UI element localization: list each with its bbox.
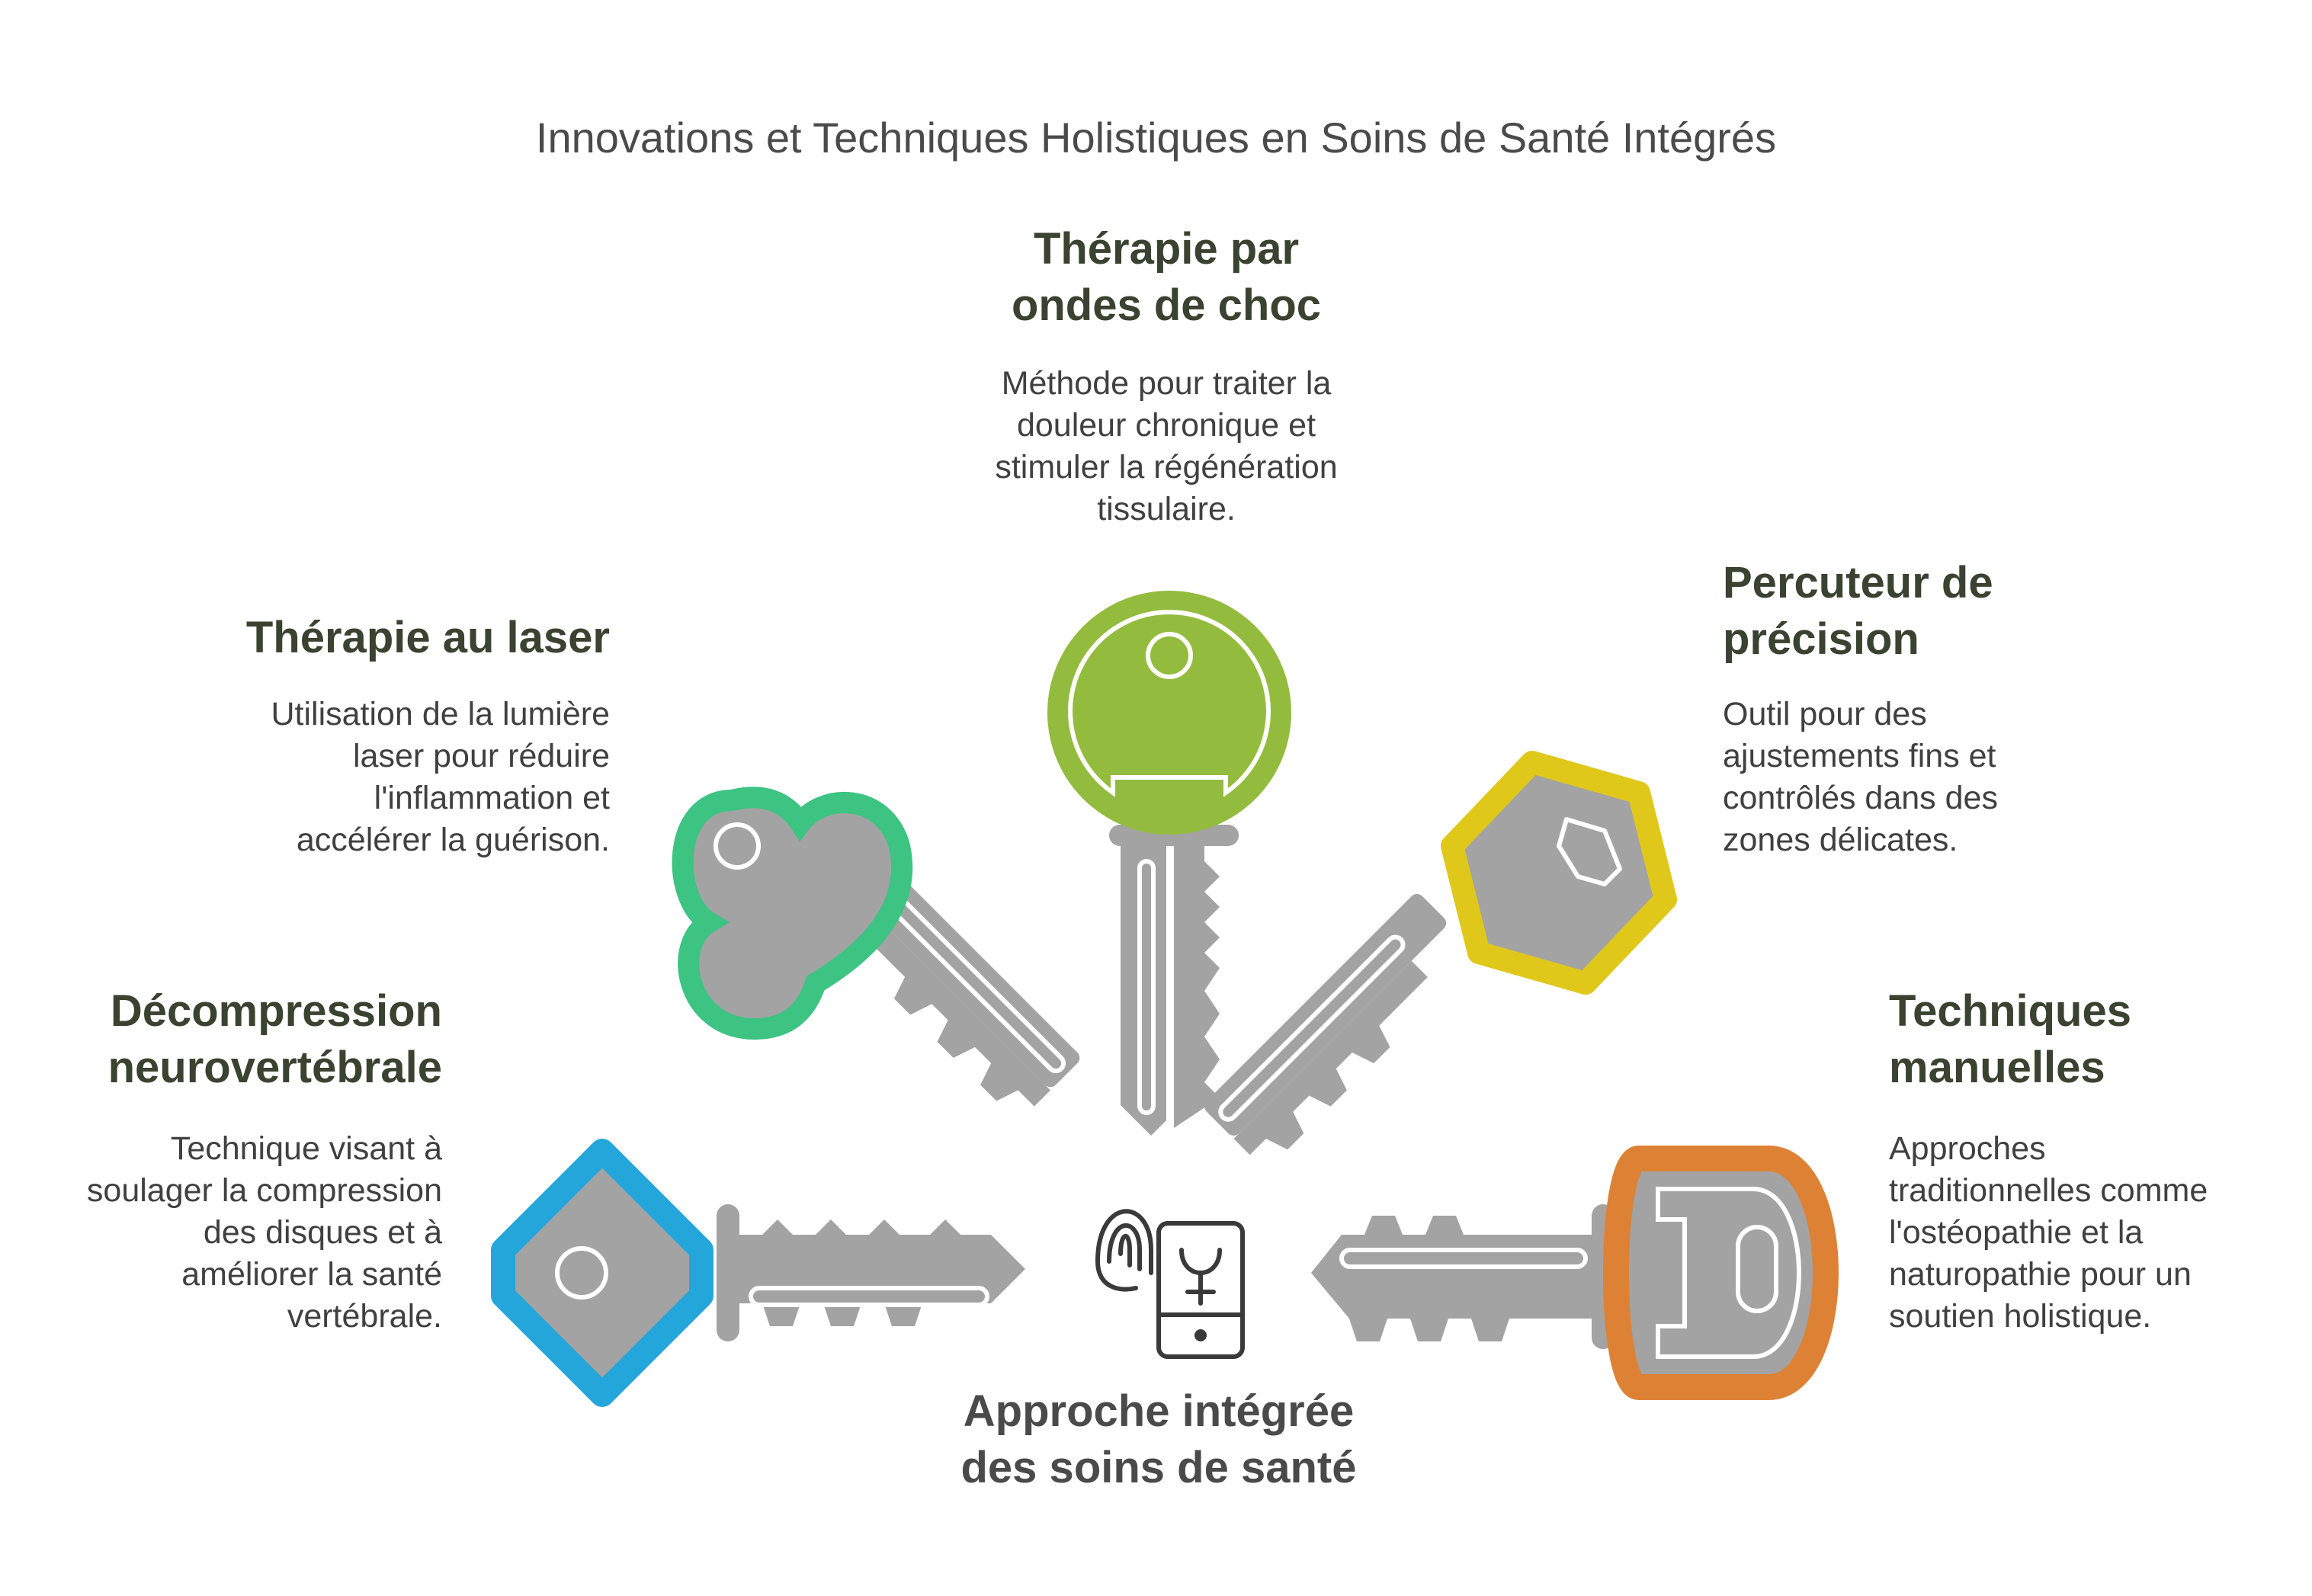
shockwave-heading: Thérapie par ondes de choc — [983, 221, 1349, 334]
manuelles-desc-line: naturopathie pour un — [1889, 1256, 2192, 1293]
manuelles-heading-line2: manuelles — [1889, 1043, 2105, 1092]
laser-desc-line: accélérer la guérison. — [296, 822, 610, 858]
percuteur-heading-line2: précision — [1723, 614, 1919, 664]
key-manuelles — [1311, 1146, 1839, 1400]
shockwave-desc-line: tissulaire. — [1097, 491, 1236, 527]
manuelles-desc-line: Approches — [1889, 1130, 2046, 1167]
key-laser-head — [672, 787, 913, 1040]
decompression-heading-line2: neurovertébrale — [107, 1043, 442, 1092]
laser-desc-line: laser pour réduire — [352, 738, 610, 774]
page-title: Innovations et Techniques Holistiques en… — [535, 114, 1777, 162]
fingerprint-icon — [1095, 1209, 1153, 1292]
percuteur-description: Outil pour des ajustements fins et contr… — [1723, 694, 2180, 861]
laser-heading-line1: Thérapie au laser — [245, 613, 610, 662]
key-laser — [672, 787, 1080, 1107]
key-percuteur — [1204, 751, 1677, 1155]
laser-heading: Thérapie au laser — [152, 610, 610, 666]
center-label-line2: des soins de santé — [960, 1443, 1357, 1492]
shockwave-desc-line: Méthode pour traiter la — [1001, 365, 1332, 402]
percuteur-heading: Percuteur de précision — [1723, 555, 2180, 668]
key-percuteur-head — [1441, 751, 1677, 995]
percuteur-desc-line: contrôlés dans des — [1723, 780, 1998, 816]
center-label-line1: Approche intégrée — [963, 1386, 1355, 1436]
manuelles-desc-line: l'ostéopathie et la — [1889, 1214, 2144, 1251]
percuteur-desc-line: Outil pour des — [1723, 696, 1927, 732]
decompression-desc-line: améliorer la santé — [181, 1256, 442, 1293]
manuelles-heading: Techniques manuelles — [1889, 983, 2270, 1096]
key-manuelles-head — [1603, 1146, 1839, 1400]
decompression-desc-line: des disques et à — [203, 1214, 442, 1251]
shockwave-description: Méthode pour traiter la douleur chroniqu… — [953, 363, 1380, 530]
decompression-description: Technique visant à soulager la compressi… — [30, 1128, 442, 1338]
key-shockwave — [1047, 591, 1291, 1136]
manuelles-heading-line1: Techniques — [1889, 986, 2131, 1036]
percuteur-desc-line: ajustements fins et — [1723, 738, 1996, 774]
decompression-heading-line1: Décompression — [110, 986, 442, 1036]
key-shockwave-head — [1047, 591, 1291, 835]
laser-description: Utilisation de la lumière laser pour réd… — [152, 694, 610, 861]
manuelles-description: Approches traditionnelles comme l'ostéop… — [1889, 1128, 2301, 1338]
shockwave-desc-line: douleur chronique et — [1016, 407, 1316, 444]
key-decompression — [491, 1139, 1025, 1407]
decompression-desc-line: Technique visant à — [170, 1130, 442, 1167]
decompression-desc-line: vertébrale. — [287, 1298, 442, 1335]
percuteur-desc-line: zones délicates. — [1723, 822, 1958, 858]
manuelles-desc-line: traditionnelles comme — [1889, 1172, 2208, 1209]
shockwave-heading-line1: Thérapie par — [1033, 224, 1300, 274]
phone-symbol-icon — [1156, 1221, 1245, 1359]
shockwave-heading-line2: ondes de choc — [1011, 280, 1322, 330]
decompression-heading: Décompression neurovertébrale — [46, 983, 442, 1096]
laser-desc-line: Utilisation de la lumière — [271, 696, 610, 732]
decompression-desc-line: soulager la compression — [86, 1172, 442, 1209]
percuteur-heading-line1: Percuteur de — [1723, 558, 1993, 607]
center-label: Approche intégrée des soins de santé — [884, 1383, 1433, 1496]
shockwave-desc-line: stimuler la régénération — [995, 449, 1338, 486]
laser-desc-line: l'inflammation et — [374, 780, 610, 816]
key-decompression-head — [491, 1139, 713, 1407]
manuelles-desc-line: soutien holistique. — [1889, 1298, 2152, 1335]
